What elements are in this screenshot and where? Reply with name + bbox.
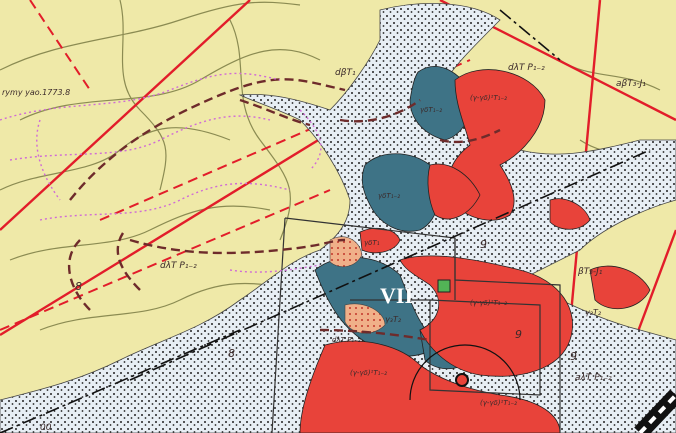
green-square-marker	[437, 279, 451, 293]
label-red-top: (γ-γδ)¹T₁₋₂	[470, 94, 507, 102]
label-bt-right: βT₃-J₁	[577, 267, 603, 277]
structure-lines	[0, 9, 651, 433]
label-right-low: aλT P₁₋₂	[575, 373, 612, 383]
label-red-bottom: (γ-γδ)¹T₁₋₂	[480, 399, 517, 407]
map-labels: dλT P₁₋₂ aβT₃-J₁ rymy yao.1773.8 dβT₁ (γ…	[2, 63, 646, 433]
label-right-mid: γ₂T₂	[585, 308, 602, 317]
speckled-unit-2	[344, 303, 386, 334]
fault-lines-dashed	[0, 0, 471, 331]
dotted-magenta-lines	[0, 72, 322, 273]
grid-8-left: 8	[75, 280, 82, 293]
label-teal-low: γ₃T₂	[385, 315, 402, 324]
grid-9-right: 9	[570, 350, 577, 363]
grid-8-mid: 8	[228, 347, 235, 360]
label-red-mid: γδT₁	[364, 239, 380, 247]
label-dxtp-mid: dλT P₁₋₂	[160, 261, 197, 271]
label-teal-mid: γδT₁₋₂	[378, 192, 400, 200]
speckled-unit	[329, 236, 363, 268]
label-red-low2: (γ-γδ)¹T₁₋₂	[350, 369, 387, 377]
survey-frames	[271, 217, 561, 433]
label-roman-vii: VII	[380, 283, 413, 308]
grid-9-low: 9	[515, 328, 522, 341]
mine-marker	[455, 373, 469, 387]
corner-tick-label: 00	[40, 423, 52, 433]
label-ap-right: aβT₃-J₁	[616, 79, 646, 89]
grid-9-top: 9	[480, 238, 487, 251]
label-dxtp-top: dλT P₁₋₂	[508, 63, 545, 73]
label-dt-sand: dλT P₁₋₂	[332, 336, 361, 344]
dashed-brown-lines	[67, 78, 501, 342]
mine-arc	[409, 344, 521, 401]
label-teal-top: γδT₁₋₂	[420, 106, 442, 114]
label-yt-left: rymy yao.1773.8	[2, 88, 70, 97]
label-red-low: (γ-γδ)¹T₁₋₂	[470, 299, 507, 307]
label-dtb: dβT₁	[335, 68, 356, 78]
highway	[634, 389, 676, 433]
